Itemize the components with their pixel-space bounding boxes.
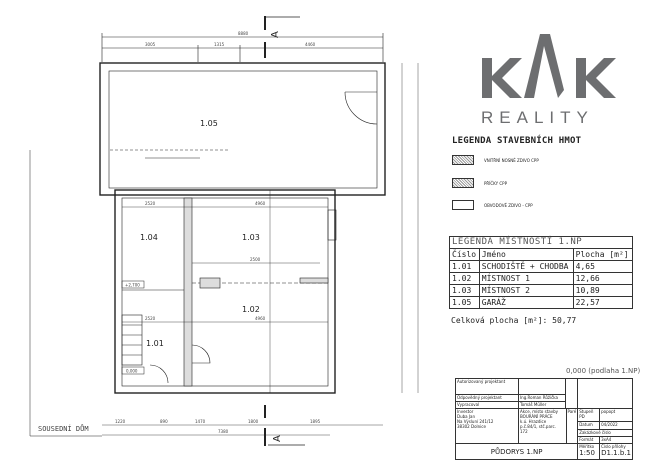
drawing-title: PŮDORYS 1.NP — [454, 443, 579, 460]
date-value: 04/2022 — [599, 421, 633, 430]
cell: SCHODIŠTĚ + CHODBA — [478, 260, 574, 273]
room-label: 1.02 — [242, 305, 260, 314]
dimension-text: 2520 — [145, 316, 156, 321]
header-cell: Jméno — [478, 248, 574, 261]
empty-swatch — [452, 200, 474, 210]
materials-legend-item: PŘÍČKY CPP — [452, 177, 622, 189]
rooms-legend-title: LEGENDA MÍSTNOSTÍ 1.NP — [449, 236, 633, 249]
format-value: 3xA4 — [599, 435, 633, 445]
room-door — [191, 344, 211, 364]
dimension-text: 1220 — [115, 419, 126, 424]
cell: MÍSTNOST 1 — [478, 272, 574, 285]
materials-legend-item: VNITŘNÍ NOSNÉ ZDIVO CPP — [452, 154, 622, 166]
room-label: 1.04 — [140, 233, 158, 242]
logo-subtitle: REALITY — [481, 108, 594, 127]
dimension-text: 4960 — [255, 316, 266, 321]
drawn-value: Tomáš Müller — [518, 401, 566, 410]
hatch-swatch — [452, 155, 474, 165]
legend-label: OBVODOVÉ ZDIVO - CPP — [484, 202, 533, 208]
kvk-logo-mark — [482, 34, 616, 98]
order-label: Zakázkové číslo — [577, 428, 633, 437]
format-label: Formát — [577, 435, 601, 445]
dimension-text: 4460 — [305, 42, 316, 47]
dimension-text: 7380 — [218, 429, 229, 434]
dimension-text: 1800 — [248, 419, 259, 424]
garage-door — [344, 91, 378, 125]
authorized-label: Autorizovaný projektant — [455, 378, 519, 395]
part-label: Paré — [565, 408, 579, 444]
dimension-text: 1895 — [310, 419, 321, 424]
neighbour-boundary — [29, 150, 102, 437]
header-cell: Číslo — [449, 248, 480, 261]
dimension-text: 2500 — [250, 257, 261, 262]
dimension-text: 2520 — [145, 201, 156, 206]
cell: 12,66 — [572, 272, 634, 285]
cell: 4,65 — [572, 260, 634, 273]
materials-legend-title: LEGENDA STAVEBNÍCH HMOT — [452, 136, 582, 146]
house-inner-wall — [121, 197, 329, 387]
garage-inner-wall — [108, 70, 378, 189]
level-note: 0,000 (podlaha 1.NP) — [566, 367, 641, 375]
section-label: A — [270, 31, 281, 38]
cell: GARÁŽ — [478, 296, 574, 309]
header-cell: Plocha [m²] — [572, 248, 634, 261]
dimension-text: 890 — [160, 419, 168, 424]
room-label: 1.05 — [200, 119, 218, 128]
responsible-label: Odpovědný projektant — [455, 393, 519, 403]
dimension-text: 1470 — [195, 419, 206, 424]
legend-label: PŘÍČKY CPP — [484, 180, 507, 186]
level-mark: 0,000 — [126, 369, 138, 374]
house-outer-wall — [114, 189, 336, 394]
hatch-swatch — [452, 178, 474, 188]
cell: 1.02 — [449, 272, 480, 285]
stage-label: Stupeň PD — [577, 408, 601, 423]
room-label: 1.03 — [242, 233, 260, 242]
neighbour-label: SOUSEDNÍ DŮM — [38, 425, 89, 433]
total-area: Celková plocha [m²]: 50,77 — [451, 316, 577, 325]
garage-outer-wall — [99, 62, 386, 196]
dimension-text: 4960 — [255, 201, 266, 206]
materials-legend-item: OBVODOVÉ ZDIVO - CPP — [452, 199, 622, 211]
bearing-wall — [183, 197, 193, 387]
level-mark: +2,700 — [125, 283, 140, 288]
stage-value: popopt — [599, 408, 633, 423]
section-label: A — [272, 435, 283, 442]
date-label: Datum — [577, 421, 601, 430]
cell: 10,89 — [572, 284, 634, 297]
cell: MÍSTNOST 2 — [478, 284, 574, 297]
room-label: 1.01 — [146, 339, 164, 348]
cell: 1.05 — [449, 296, 480, 309]
title-block: Autorizovaný projektant Odpovědný projek… — [454, 377, 633, 460]
dimension-text: 1315 — [214, 42, 225, 47]
cell: 22,57 — [572, 296, 634, 309]
dimension-text: 8880 — [238, 31, 249, 36]
responsible-value: Ing.Roman Růžička — [518, 393, 566, 403]
staircase — [121, 314, 143, 366]
drawn-label: Vypracoval — [455, 401, 519, 410]
cell: 1.01 — [449, 260, 480, 273]
legend-label: VNITŘNÍ NOSNÉ ZDIVO CPP — [484, 157, 539, 163]
dimension-text: 3005 — [145, 42, 156, 47]
company-logo: REALITY — [481, 34, 616, 127]
cell: 1.03 — [449, 284, 480, 297]
